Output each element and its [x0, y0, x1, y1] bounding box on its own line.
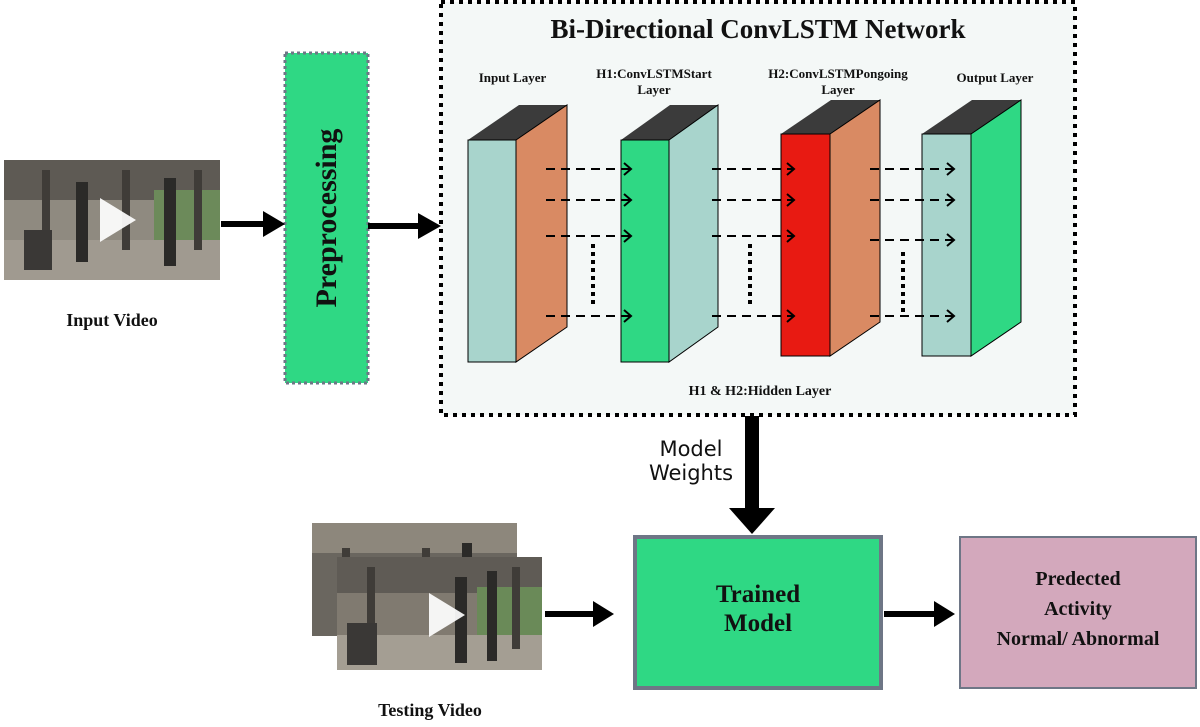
- trained-model-line: Trained: [715, 581, 801, 608]
- output-layer-label-line: Output Layer: [956, 70, 1034, 85]
- output-layer-label: Output Layer: [940, 70, 1050, 86]
- flow-arrows: [221, 211, 955, 627]
- hidden-layer-note: H1 & H2:Hidden Layer: [688, 384, 832, 399]
- model-weights-label: Model Weights: [636, 437, 746, 485]
- dashed-connections: [546, 162, 956, 323]
- testing-video-label: Testing Video: [378, 700, 482, 720]
- predicted-activity-line: Predected: [1035, 568, 1121, 590]
- testing-video-thumbnail[interactable]: [337, 557, 542, 670]
- input-layer-label-line: Input Layer: [478, 70, 547, 85]
- model-weights-line: Model: [659, 437, 723, 461]
- trained-model-line: Model: [723, 610, 793, 637]
- h2-layer-label: H2:ConvLSTMPongoing Layer: [742, 66, 934, 98]
- h1-layer-label-line: Layer: [637, 82, 671, 97]
- h2-layer-block: [780, 99, 881, 357]
- video-frame-image: [4, 160, 220, 280]
- trained-model-label: Trained Model: [635, 580, 881, 638]
- input-layer-block: [467, 104, 568, 363]
- h1-layer-label: H1:ConvLSTMStart Layer: [578, 66, 730, 98]
- model-weights-line: Weights: [648, 461, 734, 485]
- play-icon[interactable]: [100, 198, 136, 242]
- network-title: Bi-Directional ConvLSTM Network: [550, 14, 966, 44]
- video-frame-image: [337, 557, 542, 670]
- predicted-activity-line: Activity: [1044, 598, 1112, 620]
- dotted-ellipsis: [591, 244, 905, 312]
- preprocessing-text: Preprocessing: [309, 128, 343, 308]
- preprocessing-box: [283, 51, 370, 385]
- trained-model-box: [633, 535, 883, 690]
- preprocessing-label: Preprocessing: [285, 53, 368, 383]
- h1-layer-label-line: H1:ConvLSTMStart: [596, 66, 712, 81]
- h2-layer-label-line: Layer: [821, 82, 855, 97]
- predicted-activity-label: Predected Activity Normal/ Abnormal: [960, 564, 1196, 654]
- play-icon[interactable]: [429, 593, 465, 637]
- input-video-label: Input Video: [66, 310, 158, 330]
- h1-layer-block: [620, 104, 719, 363]
- predicted-activity-line: Normal/ Abnormal: [996, 628, 1160, 650]
- h2-layer-label-line: H2:ConvLSTMPongoing: [768, 66, 908, 81]
- predicted-activity-box: [959, 536, 1197, 689]
- output-layer-block: [921, 99, 1022, 357]
- input-layer-label: Input Layer: [455, 70, 570, 86]
- input-video-thumbnail[interactable]: [4, 160, 220, 280]
